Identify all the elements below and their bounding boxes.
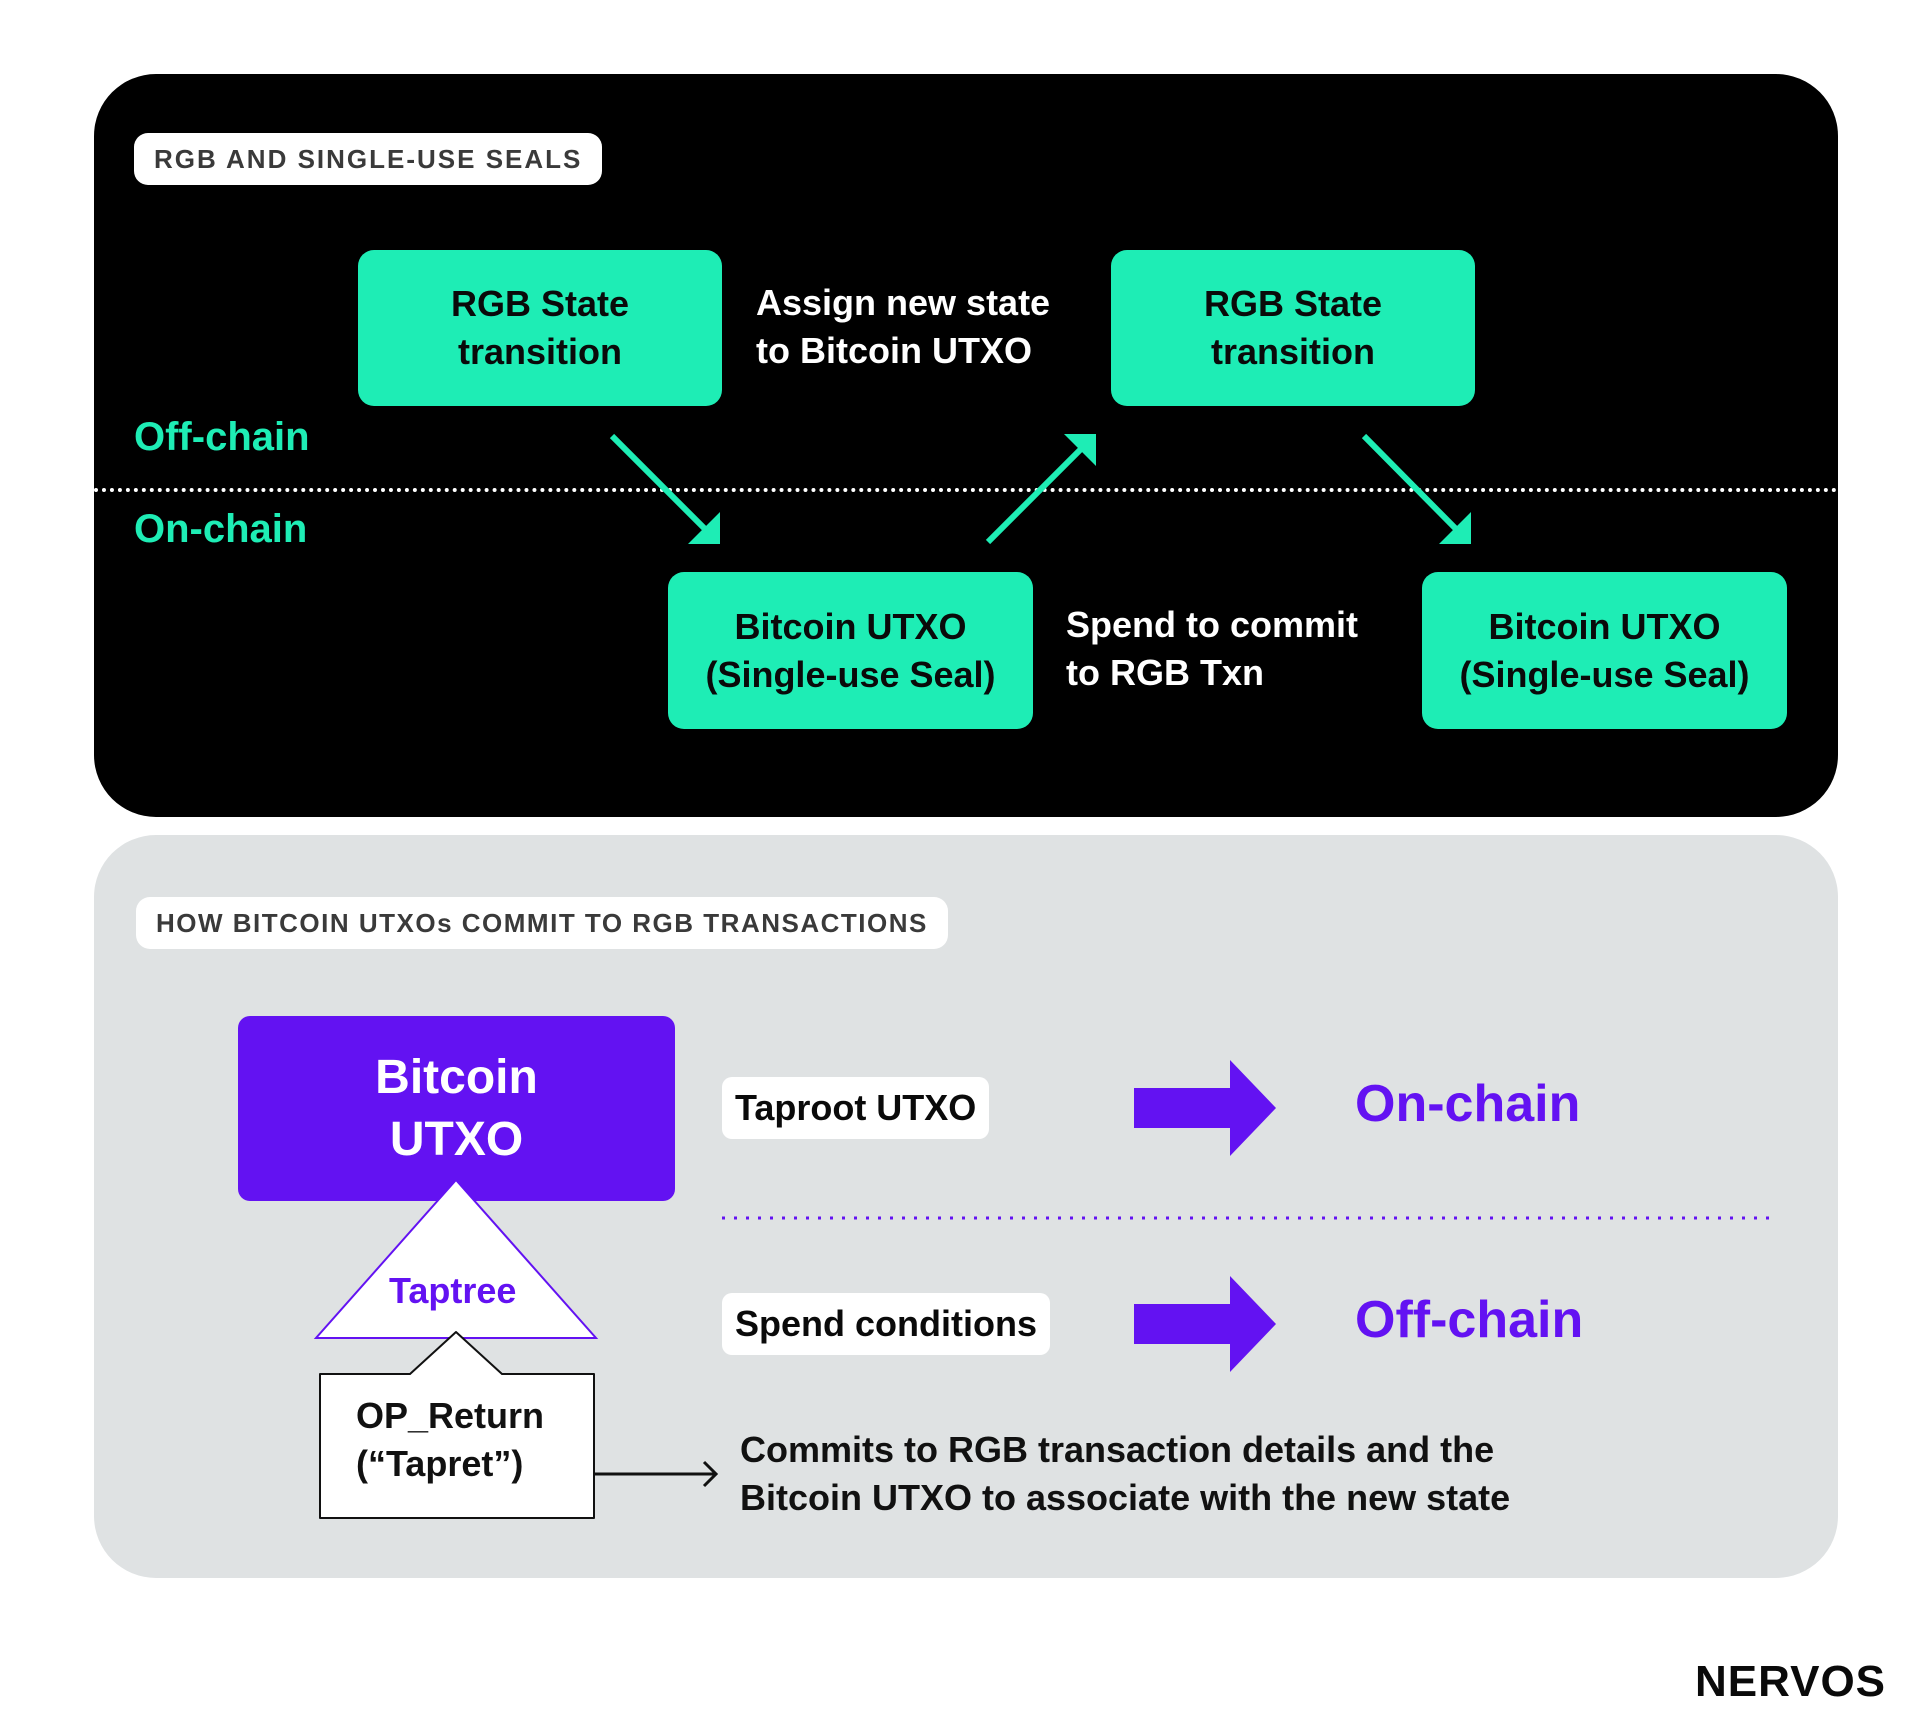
rgb-state-box-1-label: RGB State transition <box>450 283 630 372</box>
off-chain-label: Off-chain <box>134 415 310 459</box>
off-chain-result: Off-chain <box>1355 1291 1584 1349</box>
commit-description: Commits to RGB transaction details and t… <box>740 1429 1511 1518</box>
rgb-state-box-1: RGB State transition <box>358 250 722 406</box>
utxo-seal-box-2-label: Bitcoin UTXO (Single-use Seal) <box>1459 605 1750 695</box>
taproot-utxo-tag: Taproot UTXO <box>722 1077 990 1139</box>
on-chain-result: On-chain <box>1355 1075 1581 1133</box>
taptree-triangle <box>313 1178 599 1339</box>
panel-title-utxo-commit: HOW BITCOIN UTXOs COMMIT TO RGB TRANSACT… <box>136 897 948 949</box>
op-return-callout <box>319 1331 595 1519</box>
utxo-seal-box-1-label: Bitcoin UTXO (Single-use Seal) <box>705 605 996 695</box>
arrow-state2-to-utxo2 <box>1361 433 1471 544</box>
arrow-utxo1-to-state2 <box>985 434 1096 545</box>
chain-divider <box>94 488 1838 492</box>
utxo-seal-box-1: Bitcoin UTXO (Single-use Seal) <box>668 572 1033 729</box>
bitcoin-utxo-box: Bitcoin UTXO <box>238 1016 675 1201</box>
on-chain-label: On-chain <box>134 507 308 551</box>
spend-conditions-tag: Spend conditions <box>722 1293 1050 1355</box>
on-chain-arrow-icon <box>1134 1060 1276 1156</box>
op-return-label: OP_Return (“Tapret”) <box>356 1395 545 1484</box>
off-chain-arrow-icon <box>1134 1276 1276 1372</box>
rgb-state-box-2-label: RGB State transition <box>1203 283 1383 372</box>
nervos-logo: NERVOS <box>1695 1657 1887 1706</box>
arrow-state1-to-utxo1 <box>609 433 720 544</box>
commit-arrow <box>594 1460 719 1488</box>
utxo-seal-box-2: Bitcoin UTXO (Single-use Seal) <box>1422 572 1787 729</box>
panel-title-rgb-seals: RGB AND SINGLE-USE SEALS <box>134 133 603 185</box>
assign-state-text: Assign new state to Bitcoin UTXO <box>756 282 1051 371</box>
taptree-label: Taptree <box>389 1270 517 1311</box>
spend-commit-text: Spend to commit to RGB Txn <box>1066 604 1359 693</box>
rgb-state-box-2: RGB State transition <box>1111 250 1475 406</box>
